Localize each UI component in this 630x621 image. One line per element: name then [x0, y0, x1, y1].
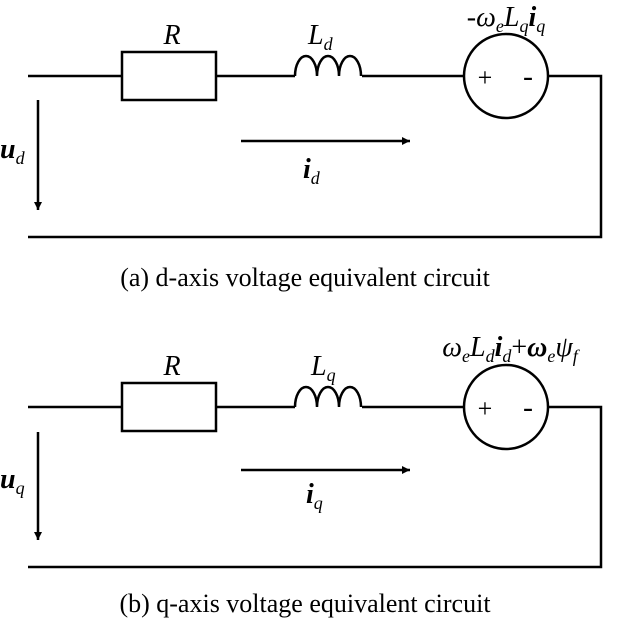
wire-right-return	[28, 405, 603, 569]
inductor-label: Lq	[310, 351, 336, 385]
inductor-label: Ld	[307, 20, 334, 54]
voltage-label: ud	[0, 134, 26, 168]
voltage-label: uq	[0, 464, 25, 498]
source-label: -ωeLqiq	[467, 2, 545, 36]
d-axis-circuit: R Ld + - -ωeLqiq ud id (a) d-axis voltag…	[0, 2, 603, 292]
q-axis-circuit: R Lq + - ωeLdid+ωeψf uq iq (b) q-axis vo…	[0, 332, 603, 618]
source-plus: +	[478, 394, 493, 423]
wire-right-return	[28, 74, 603, 239]
voltage-source	[462, 363, 550, 451]
source-label: ωeLdid+ωeψf	[442, 332, 581, 366]
resistor-label: R	[162, 20, 180, 51]
resistor	[120, 381, 218, 433]
voltage-source	[462, 32, 550, 120]
caption: (b) q-axis voltage equivalent circuit	[119, 589, 491, 618]
resistor-label: R	[162, 351, 180, 382]
source-minus: -	[523, 60, 533, 93]
current-label: id	[303, 154, 321, 188]
resistor	[120, 50, 218, 102]
inductor	[293, 385, 363, 408]
current-label: iq	[306, 479, 323, 513]
source-plus: +	[478, 63, 493, 92]
source-minus: -	[523, 391, 533, 424]
caption: (a) d-axis voltage equivalent circuit	[120, 263, 490, 292]
inductor	[293, 54, 363, 77]
